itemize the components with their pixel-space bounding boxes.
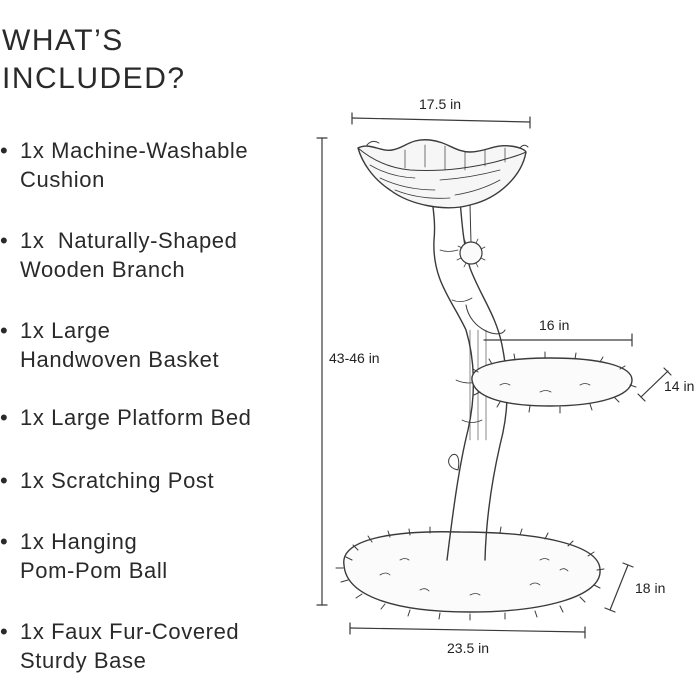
bullet-icon: • <box>0 529 9 554</box>
item-text: 1x Faux Fur-Covered <box>20 619 240 644</box>
handwoven-basket <box>357 139 529 209</box>
list-item: • 1x Machine-Washable Cushion <box>0 136 300 194</box>
item-text: 1x Large <box>20 318 111 343</box>
dimension-label-base-depth: 18 in <box>635 580 666 596</box>
bullet-icon: • <box>0 619 9 644</box>
dimension-label-basket-width: 17.5 in <box>419 96 462 112</box>
bullet-icon: • <box>0 228 9 253</box>
wooden-branch <box>431 194 508 561</box>
list-item: • 1x Scratching Post <box>0 466 300 495</box>
list-item: • 1x Large Handwoven Basket <box>0 316 300 374</box>
list-item: • 1x Hanging Pom-Pom Ball <box>0 527 300 585</box>
item-text: 1x Naturally-Shaped <box>20 228 238 253</box>
dimension-label-platform-width: 16 in <box>539 317 570 333</box>
list-item: • 1x Naturally-Shaped Wooden Branch <box>0 226 300 284</box>
bullet-icon: • <box>0 405 9 430</box>
item-text: Cushion <box>20 167 105 192</box>
bullet-icon: • <box>0 138 9 163</box>
item-text: 1x Scratching Post <box>20 468 215 493</box>
bullet-icon: • <box>0 468 9 493</box>
section-title: WHAT’S INCLUDED? <box>2 22 186 98</box>
pom-pom-ball <box>456 204 486 268</box>
title-line-2: INCLUDED? <box>2 62 186 95</box>
item-text: 1x Machine-Washable <box>20 138 249 163</box>
bullet-icon: • <box>0 318 9 343</box>
dimension-label-height: 43-46 in <box>329 350 380 366</box>
item-text: Sturdy Base <box>20 648 147 673</box>
item-text: 1x Large Platform Bed <box>20 405 252 430</box>
dimension-lines <box>316 112 672 639</box>
platform-bed <box>471 351 637 414</box>
list-item: • 1x Large Platform Bed <box>0 403 300 432</box>
title-line-1: WHAT’S <box>2 24 124 57</box>
faux-fur-base <box>335 526 605 621</box>
item-text: Handwoven Basket <box>20 347 220 372</box>
dimension-label-platform-depth: 14 in <box>664 378 695 394</box>
item-text: Pom-Pom Ball <box>20 558 168 583</box>
list-item: • 1x Faux Fur-Covered Sturdy Base <box>0 617 300 675</box>
item-text: Wooden Branch <box>20 257 186 282</box>
dimension-label-base-width: 23.5 in <box>447 640 490 656</box>
item-text: 1x Hanging <box>20 529 138 554</box>
